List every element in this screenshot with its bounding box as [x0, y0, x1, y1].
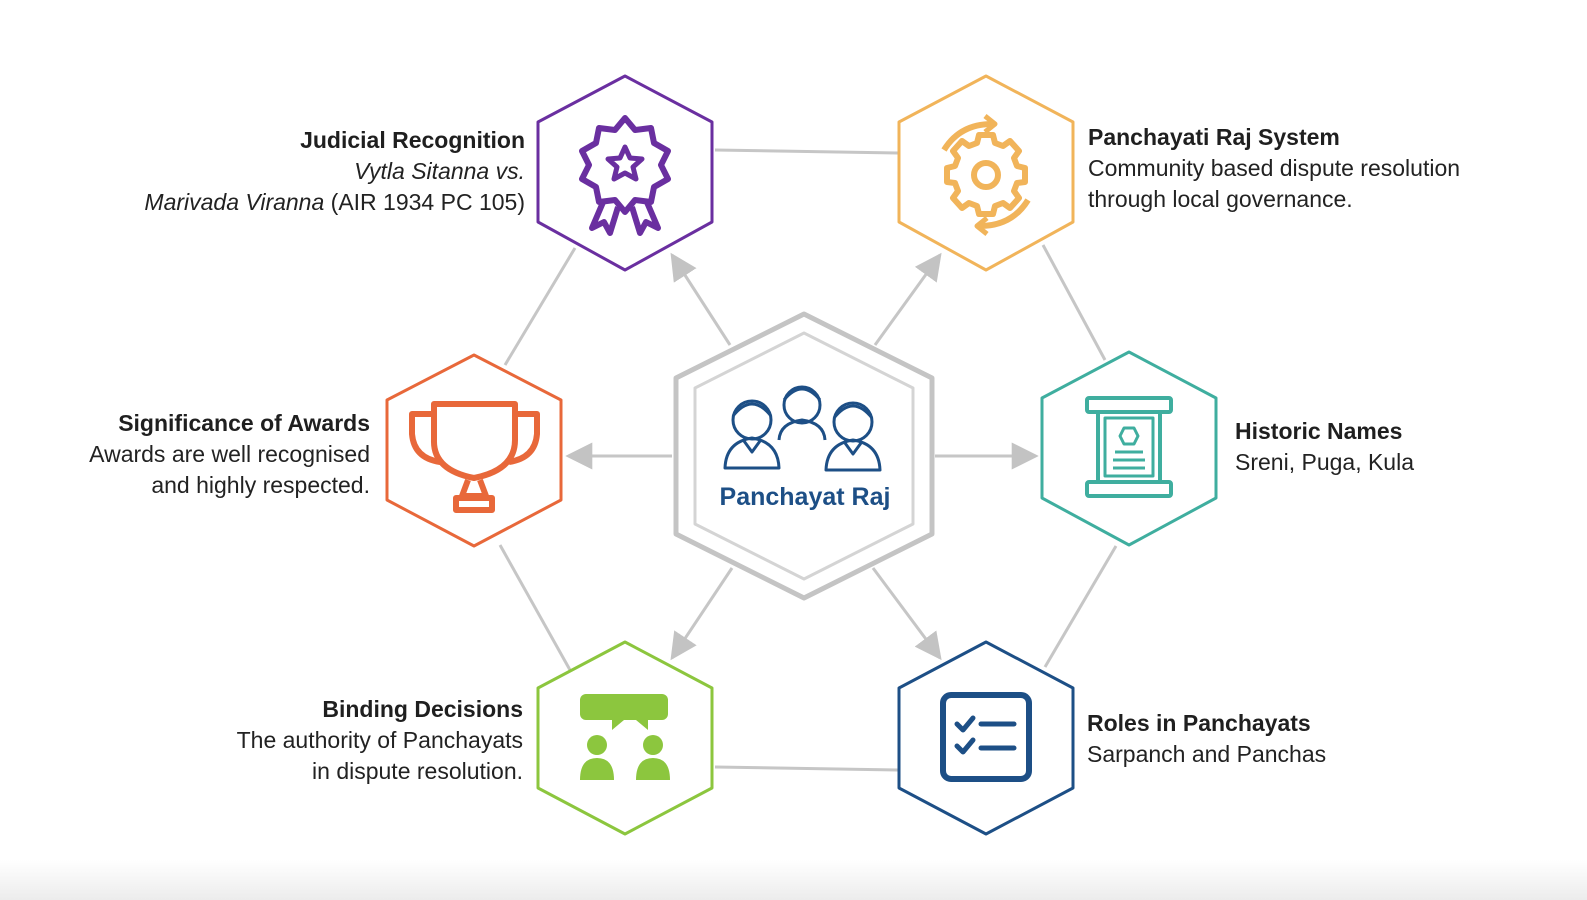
binding-line-2: in dispute resolution.	[312, 758, 523, 784]
checklist-icon	[940, 692, 1032, 782]
judicial-label: Judicial Recognition Vytla Sitanna vs. M…	[40, 125, 525, 218]
ring-connectors	[498, 148, 1118, 772]
binding-title: Binding Decisions	[322, 696, 523, 722]
connector-system-historic	[1041, 244, 1107, 361]
award-ribbon-icon	[579, 115, 671, 236]
awards-title: Significance of Awards	[118, 410, 370, 436]
judicial-title: Judicial Recognition	[300, 127, 525, 153]
system-title: Panchayati Raj System	[1088, 124, 1340, 150]
hexagon-binding	[536, 640, 714, 836]
connector-binding-awards	[498, 544, 572, 671]
discussion-icon	[580, 694, 670, 780]
judicial-case-part-1: Vytla Sitanna vs.	[354, 158, 525, 184]
scroll-icon	[1085, 396, 1173, 498]
connector-roles-binding	[714, 765, 899, 772]
center-label: Panchayat Raj	[719, 483, 891, 511]
awards-label: Significance of Awards Awards are well r…	[20, 408, 370, 501]
bottom-shadow	[0, 860, 1587, 900]
connector-awards-judicial	[503, 247, 577, 366]
awards-line-2: and highly respected.	[151, 472, 370, 498]
people-group-icon	[723, 385, 882, 472]
roles-line-1: Sarpanch and Panchas	[1087, 741, 1327, 767]
hexagon-historic	[1040, 350, 1218, 547]
system-label: Panchayati Raj System Community based di…	[1088, 122, 1568, 215]
historic-title: Historic Names	[1235, 418, 1403, 444]
arrow-to-judicial	[670, 252, 732, 346]
binding-label: Binding Decisions The authority of Panch…	[120, 694, 523, 787]
arrow-to-roles	[871, 567, 942, 661]
gear-cycle-icon	[941, 114, 1031, 236]
historic-line-1: Sreni, Puga, Kula	[1235, 449, 1415, 475]
roles-label: Roles in Panchayats Sarpanch and Panchas	[1087, 708, 1487, 770]
hexagon-system	[897, 74, 1075, 272]
awards-line-1: Awards are well recognised	[89, 441, 370, 467]
arrow-to-system	[873, 252, 942, 346]
judicial-case-part-2: Marivada Viranna	[144, 189, 325, 215]
binding-line-1: The authority of Panchayats	[236, 727, 523, 753]
judicial-citation: (AIR 1934 PC 105)	[324, 189, 525, 215]
roles-title: Roles in Panchayats	[1087, 710, 1311, 736]
historic-label: Historic Names Sreni, Puga, Kula	[1235, 416, 1555, 478]
arrow-to-binding	[670, 567, 734, 661]
trophy-icon	[409, 401, 540, 513]
hexagon-roles	[897, 640, 1075, 836]
system-line-2: through local governance.	[1088, 186, 1353, 212]
connector-judicial-system	[714, 148, 899, 155]
center-hexagon	[673, 311, 935, 601]
connector-historic-roles	[1043, 545, 1118, 668]
system-line-1: Community based dispute resolution	[1088, 155, 1461, 181]
